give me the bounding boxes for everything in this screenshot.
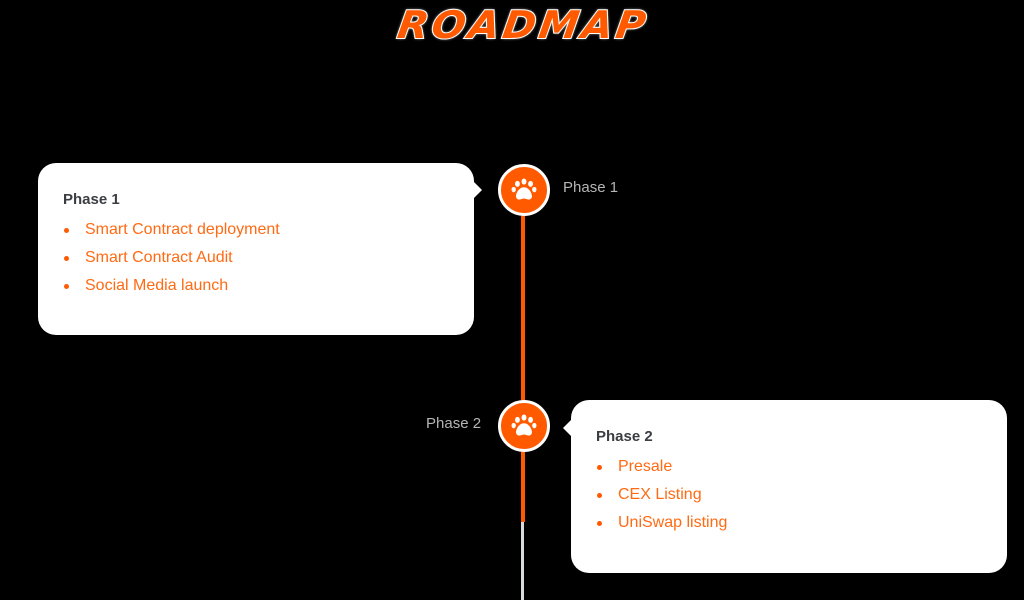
phase-1-node: [498, 164, 550, 216]
list-item: Smart Contract Audit: [63, 244, 449, 272]
list-item: Presale: [596, 453, 982, 481]
phase-1-card: Phase 1 Smart Contract deployment Smart …: [38, 163, 482, 335]
phase-2-card-title: Phase 2: [596, 428, 653, 445]
list-item: Social Media launch: [63, 272, 449, 300]
list-item: UniSwap listing: [596, 509, 982, 537]
card-pointer: [563, 420, 571, 436]
list-item: Smart Contract deployment: [63, 216, 449, 244]
phase-1-card-title: Phase 1: [63, 191, 120, 208]
phase-1-node-label: Phase 1: [563, 179, 619, 196]
phase-2-card: Phase 2 Presale CEX Listing UniSwap list…: [563, 400, 1007, 573]
phase-2-items: Presale CEX Listing UniSwap listing: [596, 453, 982, 537]
paw-icon: [511, 414, 537, 436]
phase-2-node-label: Phase 2: [426, 415, 482, 432]
roadmap-title-text: ROADMAP: [393, 2, 652, 48]
phase-1-items: Smart Contract deployment Smart Contract…: [63, 216, 449, 300]
list-item: CEX Listing: [596, 481, 982, 509]
card-pointer: [474, 182, 482, 198]
timeline-progress-line: [521, 214, 525, 522]
paw-icon: [511, 178, 537, 200]
phase-2-node: [498, 400, 550, 452]
timeline-remaining-line: [521, 522, 524, 600]
roadmap-title: ROADMAP: [366, 2, 680, 48]
